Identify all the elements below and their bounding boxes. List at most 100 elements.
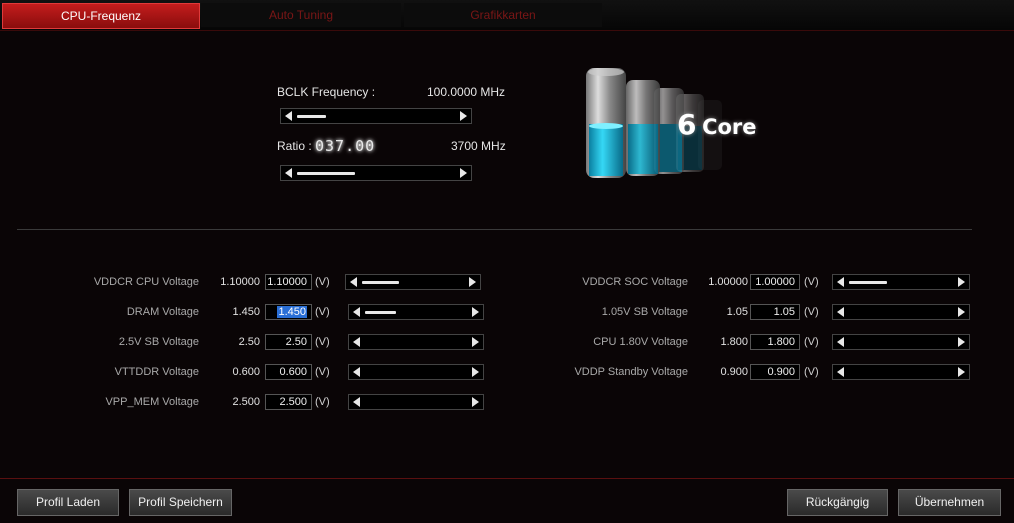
arrow-left-icon[interactable] bbox=[285, 168, 292, 178]
1-05v-sb-voltage-slider[interactable] bbox=[832, 304, 970, 320]
apply-button[interactable]: Übernehmen bbox=[898, 489, 1001, 516]
core-number: 6 bbox=[677, 108, 697, 141]
vttddr-voltage-label: VTTDDR Voltage bbox=[114, 366, 199, 378]
arrow-right-icon[interactable] bbox=[469, 277, 476, 287]
dram-voltage-input[interactable]: 1.450 bbox=[265, 304, 312, 320]
vttddr-voltage-input-text: 0.600 bbox=[279, 366, 307, 378]
vpp-mem-voltage-input-text: 2.500 bbox=[279, 396, 307, 408]
tab-cpu-frequenz[interactable]: CPU-Frequenz bbox=[2, 3, 200, 29]
2-5v-sb-voltage-slider[interactable] bbox=[348, 334, 484, 350]
arrow-right-icon[interactable] bbox=[472, 307, 479, 317]
load-profile-button[interactable]: Profil Laden bbox=[17, 489, 119, 516]
cpu-1-80v-voltage-current: 1.800 bbox=[720, 336, 748, 348]
unit-label: (V) bbox=[804, 366, 819, 378]
vddcr-cpu-voltage-slider[interactable] bbox=[345, 274, 481, 290]
core-count: 6 Core bbox=[677, 108, 757, 141]
ratio-label: Ratio : bbox=[277, 139, 312, 153]
vddcr-cpu-voltage-slider-thumb[interactable] bbox=[362, 281, 399, 284]
vddcr-soc-voltage-current: 1.00000 bbox=[708, 276, 748, 288]
vttddr-voltage-input[interactable]: 0.600 bbox=[265, 364, 312, 380]
arrow-right-icon[interactable] bbox=[958, 367, 965, 377]
cpu-cores-icon bbox=[586, 68, 722, 178]
unit-label: (V) bbox=[315, 276, 330, 288]
bclk-slider-thumb[interactable] bbox=[297, 115, 326, 118]
vddp-standby-voltage-current: 0.900 bbox=[720, 366, 748, 378]
vddcr-soc-voltage-slider[interactable] bbox=[832, 274, 970, 290]
arrow-left-icon[interactable] bbox=[353, 367, 360, 377]
ratio-slider-thumb[interactable] bbox=[297, 172, 355, 175]
arrow-left-icon[interactable] bbox=[353, 337, 360, 347]
dram-voltage-input-text: 1.450 bbox=[277, 306, 307, 318]
arrow-left-icon[interactable] bbox=[837, 367, 844, 377]
arrow-right-icon[interactable] bbox=[958, 307, 965, 317]
vpp-mem-voltage-label: VPP_MEM Voltage bbox=[105, 396, 199, 408]
vttddr-voltage-current: 0.600 bbox=[232, 366, 260, 378]
tab-grafikkarten[interactable]: Grafikkarten bbox=[404, 3, 602, 27]
arrow-right-icon[interactable] bbox=[472, 337, 479, 347]
vddcr-soc-voltage-slider-thumb[interactable] bbox=[849, 281, 887, 284]
unit-label: (V) bbox=[804, 306, 819, 318]
ratio-slider[interactable] bbox=[280, 165, 472, 181]
vpp-mem-voltage-input[interactable]: 2.500 bbox=[265, 394, 312, 410]
2-5v-sb-voltage-input-text: 2.50 bbox=[285, 336, 307, 348]
vddcr-cpu-voltage-input[interactable]: 1.10000 bbox=[265, 274, 312, 290]
unit-label: (V) bbox=[315, 396, 330, 408]
arrow-right-icon[interactable] bbox=[472, 397, 479, 407]
vddcr-soc-voltage-input-text: 1.00000 bbox=[755, 276, 795, 288]
unit-label: (V) bbox=[315, 336, 330, 348]
vddcr-cpu-voltage-label: VDDCR CPU Voltage bbox=[93, 276, 199, 288]
vddp-standby-voltage-slider[interactable] bbox=[832, 364, 970, 380]
cpu-1-80v-voltage-label: CPU 1.80V Voltage bbox=[593, 336, 688, 348]
vddp-standby-voltage-input-text: 0.900 bbox=[767, 366, 795, 378]
arrow-left-icon[interactable] bbox=[353, 307, 360, 317]
arrow-right-icon[interactable] bbox=[958, 337, 965, 347]
cpu-1-80v-voltage-input[interactable]: 1.800 bbox=[750, 334, 800, 350]
1-05v-sb-voltage-label: 1.05V SB Voltage bbox=[601, 306, 688, 318]
vttddr-voltage-slider[interactable] bbox=[348, 364, 484, 380]
tab-auto-tuning[interactable]: Auto Tuning bbox=[201, 3, 401, 27]
vpp-mem-voltage-current: 2.500 bbox=[232, 396, 260, 408]
arrow-left-icon[interactable] bbox=[353, 397, 360, 407]
bclk-slider[interactable] bbox=[280, 108, 472, 124]
unit-label: (V) bbox=[804, 336, 819, 348]
vddcr-cpu-voltage-input-text: 1.10000 bbox=[267, 276, 307, 288]
cpu-1-80v-voltage-slider[interactable] bbox=[832, 334, 970, 350]
dram-voltage-current: 1.450 bbox=[232, 306, 260, 318]
section-divider bbox=[17, 229, 972, 230]
arrow-right-icon[interactable] bbox=[472, 367, 479, 377]
vddp-standby-voltage-label: VDDP Standby Voltage bbox=[574, 366, 688, 378]
save-profile-button[interactable]: Profil Speichern bbox=[129, 489, 232, 516]
ratio-digits: 037.00 bbox=[315, 137, 376, 155]
unit-label: (V) bbox=[804, 276, 819, 288]
2-5v-sb-voltage-current: 2.50 bbox=[238, 336, 260, 348]
1-05v-sb-voltage-input-text: 1.05 bbox=[773, 306, 795, 318]
arrow-right-icon[interactable] bbox=[460, 168, 467, 178]
arrow-right-icon[interactable] bbox=[460, 111, 467, 121]
dram-voltage-slider[interactable] bbox=[348, 304, 484, 320]
1-05v-sb-voltage-input[interactable]: 1.05 bbox=[750, 304, 800, 320]
arrow-left-icon[interactable] bbox=[350, 277, 357, 287]
vpp-mem-voltage-slider[interactable] bbox=[348, 394, 484, 410]
2-5v-sb-voltage-input[interactable]: 2.50 bbox=[265, 334, 312, 350]
arrow-left-icon[interactable] bbox=[837, 307, 844, 317]
vddp-standby-voltage-input[interactable]: 0.900 bbox=[750, 364, 800, 380]
bclk-value: 100.0000 MHz bbox=[427, 85, 506, 99]
vddcr-cpu-voltage-current: 1.10000 bbox=[220, 276, 260, 288]
arrow-left-icon[interactable] bbox=[285, 111, 292, 121]
cpu-1-80v-voltage-input-text: 1.800 bbox=[767, 336, 795, 348]
vddcr-soc-voltage-label: VDDCR SOC Voltage bbox=[582, 276, 688, 288]
dram-voltage-label: DRAM Voltage bbox=[126, 306, 199, 318]
divider bbox=[0, 30, 1014, 31]
1-05v-sb-voltage-current: 1.05 bbox=[726, 306, 748, 318]
footer-divider bbox=[0, 478, 1014, 479]
vddcr-soc-voltage-input[interactable]: 1.00000 bbox=[750, 274, 800, 290]
arrow-right-icon[interactable] bbox=[958, 277, 965, 287]
ratio-value: 3700 MHz bbox=[451, 139, 506, 153]
unit-label: (V) bbox=[315, 306, 330, 318]
arrow-left-icon[interactable] bbox=[837, 277, 844, 287]
bclk-label: BCLK Frequency : bbox=[277, 85, 376, 99]
dram-voltage-slider-thumb[interactable] bbox=[365, 311, 396, 314]
2-5v-sb-voltage-label: 2.5V SB Voltage bbox=[118, 336, 199, 348]
undo-button[interactable]: Rückgängig bbox=[787, 489, 888, 516]
arrow-left-icon[interactable] bbox=[837, 337, 844, 347]
